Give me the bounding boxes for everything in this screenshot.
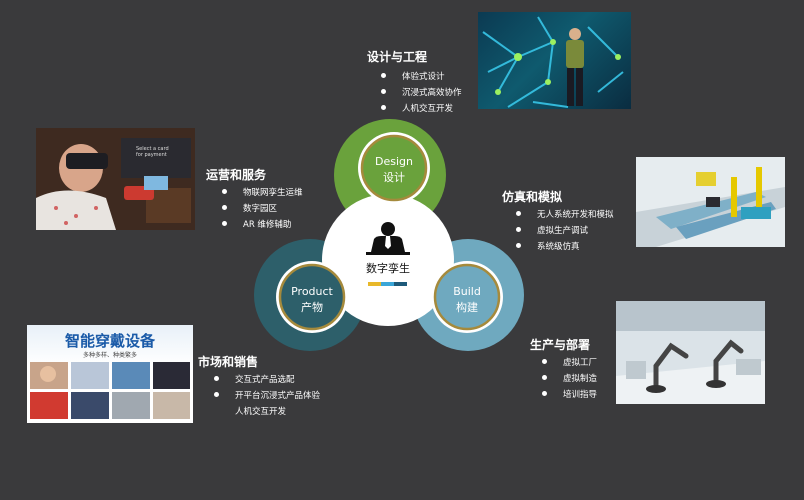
product-node-zh: 产物 <box>301 300 323 314</box>
list-item: 虚拟生产调试 <box>516 223 614 239</box>
build-node-en: Build <box>453 285 481 298</box>
list-item: 虚拟制造 <box>542 371 597 387</box>
build-node-zh: 构建 <box>456 300 478 314</box>
product-node <box>278 263 346 331</box>
list-item: 沉浸式高效协作 <box>381 85 462 101</box>
vr-screen-text: Select a card for payment <box>136 146 169 158</box>
center-label: 数字孪生 <box>366 261 410 275</box>
wearables-title: 智能穿戴设备 <box>64 332 155 350</box>
list-item: 系统级仿真 <box>516 239 614 255</box>
section-design-title: 设计与工程 <box>367 50 428 64</box>
design-node <box>360 134 428 202</box>
section-production-title: 生产与部署 <box>530 338 591 352</box>
section-design: 设计与工程 体验式设计 沉浸式高效协作 人机交互开发 <box>367 48 462 117</box>
section-operations: 运营和服务 物联网孪生运维 数字园区 AR 维修辅助 <box>206 166 303 233</box>
wearables-card: 智能穿戴设备 多种多样、种类繁多 <box>27 325 193 423</box>
section-simulation-title: 仿真和模拟 <box>502 190 563 204</box>
list-item: AR 维修辅助 <box>222 217 303 233</box>
list-item: 人机交互开发 <box>235 407 287 417</box>
section-marketing-title: 市场和销售 <box>198 355 259 369</box>
list-item: 物联网孪生运维 <box>222 185 303 201</box>
list-item: 虚拟工厂 <box>542 355 597 371</box>
digital-twin-hub: Design 设计 Product 产物 Build 构建 数字孪生 <box>254 119 524 351</box>
section-marketing: 市场和销售 交互式产品选配 开平台沉浸式产品体验 人机交互开发 <box>198 353 320 420</box>
list-item: 人机交互开发 <box>381 101 462 117</box>
vr-headset-photo: Select a card for payment <box>36 128 195 230</box>
product-node-en: Product <box>291 285 333 298</box>
wearables-subtitle: 多种多样、种类繁多 <box>82 352 137 359</box>
list-item: 体验式设计 <box>381 69 462 85</box>
person-icon <box>366 222 410 255</box>
factory-simulation-photo <box>636 157 785 247</box>
build-node <box>433 263 501 331</box>
list-item: 数字园区 <box>222 201 303 217</box>
list-item: 交互式产品选配 <box>214 372 320 388</box>
design-node-zh: 设计 <box>383 171 405 184</box>
robot-factory-photo <box>616 301 765 404</box>
section-operations-title: 运营和服务 <box>206 168 267 182</box>
section-production: 生产与部署 虚拟工厂 虚拟制造 培训指导 <box>530 336 597 403</box>
color-bar <box>368 282 407 286</box>
list-item: 培训指导 <box>542 387 597 403</box>
section-simulation: 仿真和模拟 无人系统开发和模拟 虚拟生产调试 系统级仿真 <box>502 188 614 255</box>
vr-network-photo <box>478 12 631 109</box>
list-item: 无人系统开发和模拟 <box>516 207 614 223</box>
center-circle <box>322 194 454 326</box>
list-item: 开平台沉浸式产品体验 <box>214 388 320 404</box>
design-node-en: Design <box>375 155 413 168</box>
